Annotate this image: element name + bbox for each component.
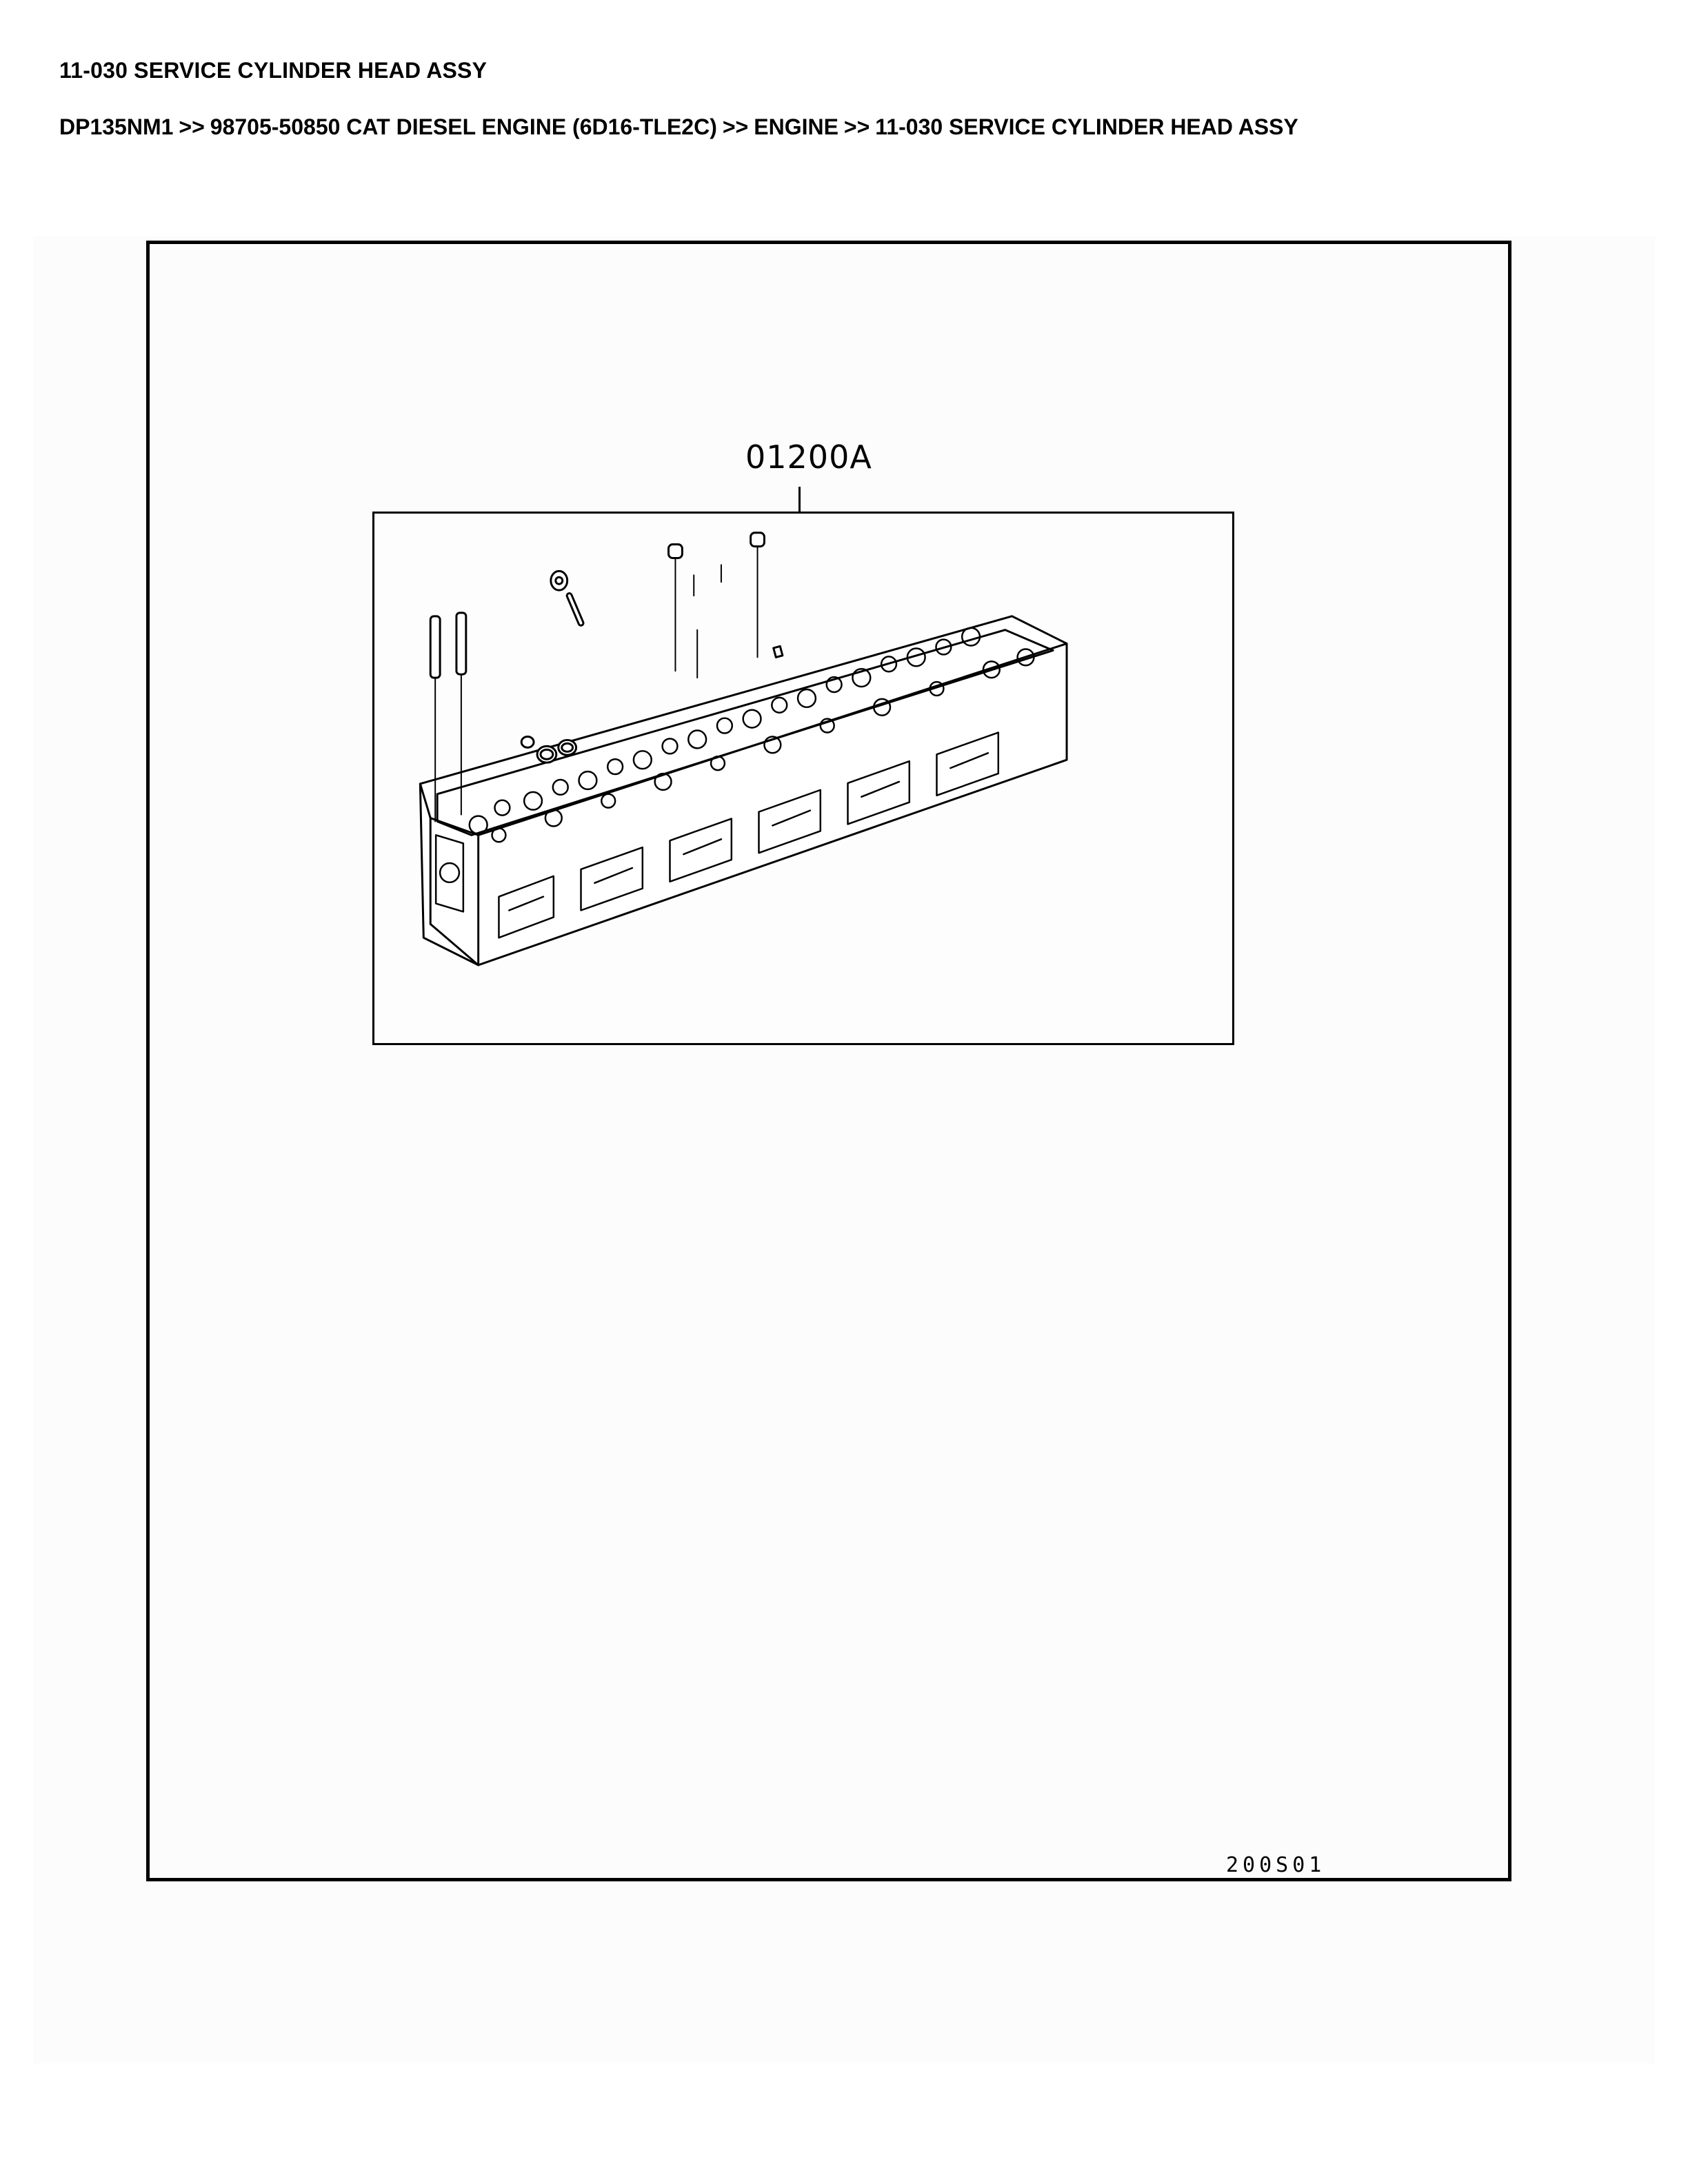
diagram-outer-frame bbox=[146, 241, 1511, 1881]
cylinder-head-drawing bbox=[419, 532, 1068, 967]
breadcrumb-item-current: 11-030 SERVICE CYLINDER HEAD ASSY bbox=[875, 114, 1298, 139]
stud-icon bbox=[565, 592, 585, 627]
valve-seat-insert-icon bbox=[520, 735, 578, 764]
breadcrumb-item-engine[interactable]: ENGINE bbox=[754, 114, 838, 139]
breadcrumb-item-engine-model[interactable]: 98705-50850 CAT DIESEL ENGINE (6D16-TLE2… bbox=[210, 114, 717, 139]
assembly-illustration-frame bbox=[372, 512, 1234, 1045]
breadcrumb-item-model[interactable]: DP135NM1 bbox=[59, 114, 174, 139]
leader-line bbox=[798, 487, 801, 513]
breadcrumb-separator: >> bbox=[179, 114, 205, 139]
valve-guide-icon bbox=[429, 611, 468, 822]
breadcrumb: DP135NM1>>98705-50850 CAT DIESEL ENGINE … bbox=[59, 114, 1298, 140]
breadcrumb-separator: >> bbox=[843, 114, 870, 139]
drawing-reference-code: 200S01 bbox=[1226, 1853, 1326, 1877]
breadcrumb-separator: >> bbox=[722, 114, 749, 139]
assembly-part-code[interactable]: 01200A bbox=[745, 438, 872, 476]
dowel-icon bbox=[772, 645, 784, 658]
plug-icon bbox=[550, 569, 569, 592]
page-title: 11-030 SERVICE CYLINDER HEAD ASSY bbox=[59, 58, 488, 83]
cylinder-head-icon bbox=[419, 615, 1068, 967]
cap-icon bbox=[667, 532, 765, 679]
valve-bore-icons bbox=[468, 627, 1035, 843]
